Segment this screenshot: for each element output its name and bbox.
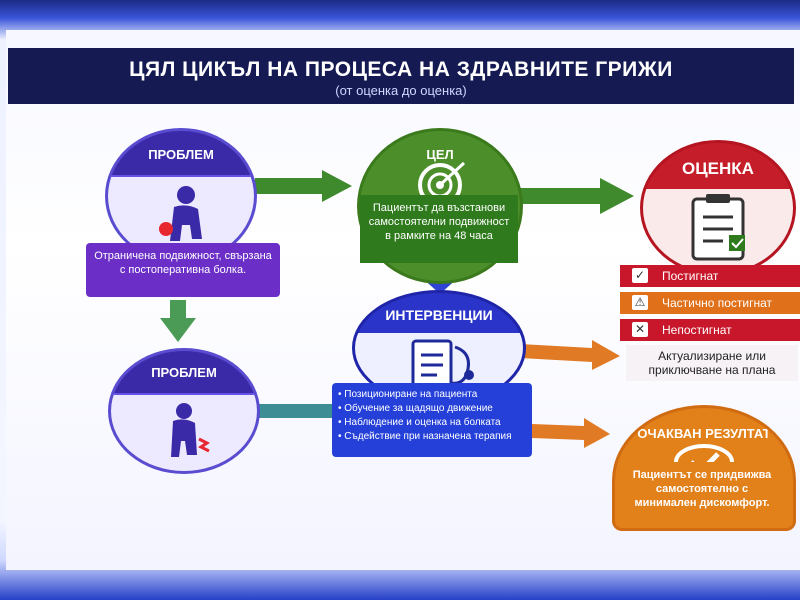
evaluation-partial: ⚠ Частично постигнат: [620, 292, 800, 314]
page-subtitle: (от оценка до оценка): [335, 83, 467, 98]
evaluation-achieved: ✓ Постигнат: [620, 265, 800, 287]
interventions-label: ИНТЕРВЕНЦИИ: [385, 307, 493, 323]
back-pain-icon: [159, 186, 202, 241]
arrow-interventions-to-outcome: [532, 418, 610, 448]
problem-label: ПРОБЛЕМ: [148, 147, 214, 162]
interventions-list: Позициониране на пациента Обучение за ща…: [332, 383, 532, 457]
arrow-problem-down: [160, 300, 196, 342]
problem-node-2: ПРОБЛЕМ: [108, 348, 260, 474]
goal-description: Пациентът да възстанови самостоятелни по…: [360, 195, 518, 263]
arrow-problem-to-goal: [255, 170, 352, 202]
arrow-interventions-to-plan: [520, 340, 620, 370]
title-banner: ЦЯЛ ЦИКЪЛ НА ПРОЦЕСА НА ЗДРАВНИТЕ ГРИЖИ …: [8, 48, 794, 104]
arrow-goal-to-evaluation: [520, 178, 634, 214]
evaluation-achieved-label: Постигнат: [662, 269, 719, 283]
goal-label: ЦЕЛ: [426, 147, 454, 162]
problem-2-icon-area: [111, 393, 257, 471]
warning-icon: ⚠: [632, 295, 648, 310]
problem-2-label: ПРОБЛЕМ: [151, 365, 217, 380]
list-item: Съдействие при назначена терапия: [338, 431, 526, 442]
evaluation-node: ОЦЕНКА: [640, 140, 796, 276]
clipboard-checklist-icon: [691, 194, 745, 261]
expected-outcome-label: ОЧАКВАН РЕЗУЛТАТ: [637, 426, 771, 441]
evaluation-not-achieved: ✕ Непостигнат: [620, 319, 800, 341]
list-item: Наблюдение и оценка на болката: [338, 417, 526, 428]
check-icon: ✓: [632, 268, 648, 283]
list-item: Позициониране на пациента: [338, 389, 526, 400]
evaluation-partial-label: Частично постигнат: [662, 296, 773, 310]
list-item: Обучение за щадящо движение: [338, 403, 526, 414]
update-plan-note: Актуализиране или приключване на плана: [626, 345, 798, 381]
evaluation-label: ОЦЕНКА: [682, 159, 754, 178]
problem-description: Отраничена подвижност, свързана с постоп…: [86, 243, 280, 297]
expected-outcome-description: Пациентът се придвижва самостоятелно с м…: [620, 462, 784, 514]
back-pain-icon-2: [171, 403, 210, 457]
evaluation-icon-area: [643, 189, 793, 273]
evaluation-not-achieved-label: Непостигнат: [662, 323, 732, 337]
arrow-problem2-to-interventions: [256, 404, 334, 418]
x-icon: ✕: [632, 322, 648, 337]
page-title: ЦЯЛ ЦИКЪЛ НА ПРОЦЕСА НА ЗДРАВНИТЕ ГРИЖИ: [129, 58, 673, 81]
